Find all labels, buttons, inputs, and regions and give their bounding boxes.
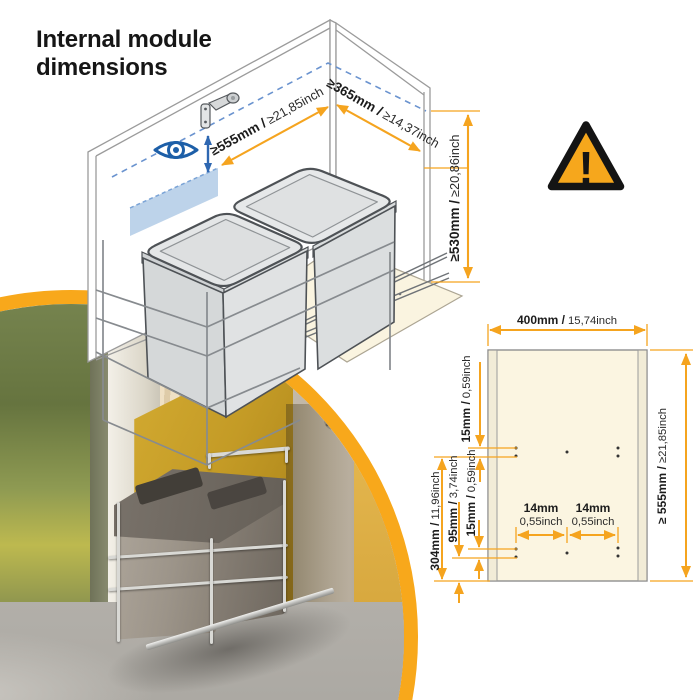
iso-right-wall bbox=[335, 21, 431, 285]
dimension-arrows bbox=[437, 325, 691, 603]
wire-handle-leg bbox=[285, 447, 288, 463]
page-title-line1: Internal module bbox=[36, 26, 212, 53]
visibility-zone-highlight bbox=[130, 168, 218, 236]
wire-upright bbox=[210, 538, 213, 644]
eye-icon bbox=[153, 141, 199, 159]
width-dim-label: ≥365mm /≥14,37inch bbox=[324, 75, 442, 151]
iso-blue-annotations bbox=[111, 62, 427, 236]
photo-circle bbox=[0, 304, 404, 700]
height-dim-label: ≥530mm /≥20,86inch bbox=[447, 135, 462, 262]
wire-handle bbox=[205, 446, 291, 458]
leader-lines bbox=[434, 324, 693, 582]
photo-slide-rail bbox=[145, 587, 335, 651]
width-400-label: 400mm /15,74inch bbox=[517, 313, 617, 327]
gap-14-left-label-mm: 14mm bbox=[524, 501, 559, 515]
wire-upright bbox=[117, 502, 120, 642]
width-dim-arrow bbox=[336, 104, 421, 152]
top-view-drawing: 400mm /15,74inch ≥ 555mm /≥21,85inch 15m… bbox=[428, 313, 693, 603]
span-304-label: 304mm /11,96inch bbox=[428, 471, 442, 570]
inset-15-top-label: 15mm /0,59inch bbox=[459, 355, 473, 442]
visibility-zone-edge bbox=[129, 167, 219, 209]
photo-garden-view bbox=[0, 304, 96, 639]
wire-handle-leg bbox=[208, 453, 211, 469]
wire-upright bbox=[283, 480, 286, 612]
wire-rail bbox=[108, 575, 288, 592]
base-panel bbox=[487, 349, 648, 582]
drill-holes bbox=[514, 446, 620, 559]
hinge-icon bbox=[200, 92, 240, 129]
inset-15-bottom-label: 15mm /0,59inch bbox=[464, 449, 478, 536]
gap-14-left-label-inch: 0,55inch bbox=[520, 516, 563, 528]
gap-14-right-label-mm: 14mm bbox=[576, 501, 611, 515]
warning-glyph: ! bbox=[578, 142, 593, 194]
depth-555-label: ≥ 555mm /≥21,85inch bbox=[655, 408, 669, 524]
depth-dim-label: ≥555mm /≥21,85inch bbox=[208, 84, 326, 159]
depth-dim-arrow bbox=[221, 106, 329, 166]
offset-95-label: 95mm /3,74inch bbox=[446, 455, 460, 542]
photo-wire-frame bbox=[0, 304, 404, 700]
warning-triangle-icon: ! bbox=[547, 121, 625, 194]
page-title: Internal module dimensions bbox=[36, 26, 212, 81]
page-title-line2: dimensions bbox=[36, 53, 168, 81]
gap-14-right-label-inch: 0,55inch bbox=[572, 516, 615, 528]
iso-dimensions: ≥555mm /≥21,85inch ≥365mm /≥14,37inch ≥5… bbox=[208, 75, 480, 283]
wire-rail bbox=[108, 543, 288, 560]
iso-corner-post bbox=[329, 18, 337, 245]
